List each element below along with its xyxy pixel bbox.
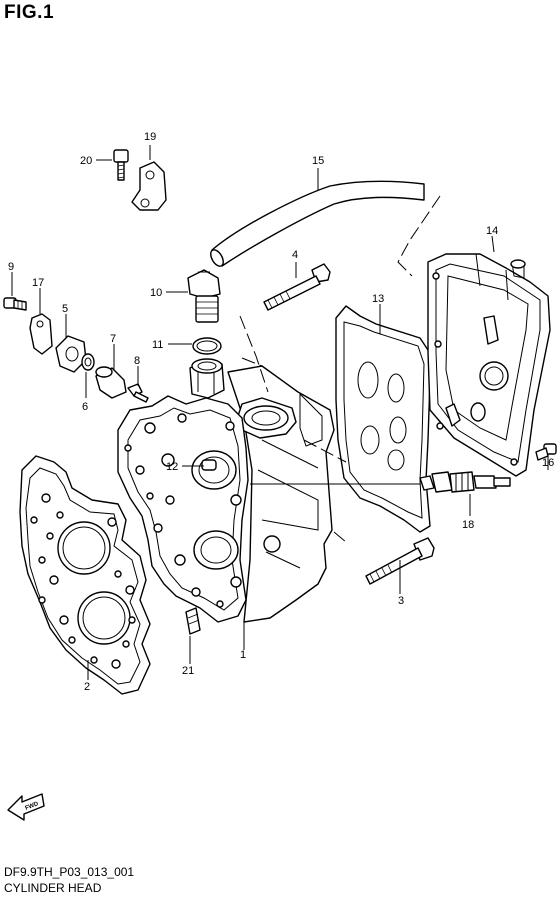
callout-9: 9	[8, 261, 14, 273]
callout-12: 12	[166, 461, 178, 473]
cylinder-head[interactable]	[117, 358, 335, 623]
hose[interactable]	[208, 180, 425, 268]
figure-caption: CYLINDER HEAD	[4, 881, 102, 895]
long-bolt-4[interactable]	[263, 263, 331, 311]
thermostat[interactable]	[95, 366, 127, 399]
clip[interactable]	[29, 313, 53, 355]
callout-14: 14	[486, 225, 498, 237]
oil-filler-plug[interactable]	[187, 269, 221, 323]
figure-title: FIG.1	[4, 2, 55, 23]
forward-direction-arrow: FWD	[7, 793, 45, 821]
figure-code: DF9.9TH_P03_013_001	[4, 865, 135, 879]
callout-6: 6	[82, 401, 88, 413]
callout-16: 16	[542, 457, 554, 469]
callout-15: 15	[312, 155, 324, 167]
callout-17: 17	[32, 277, 44, 289]
gasket-ring[interactable]	[81, 353, 95, 371]
callout-8: 8	[134, 355, 140, 367]
callout-1: 1	[240, 649, 246, 661]
clamp[interactable]	[131, 161, 167, 211]
bolt[interactable]	[113, 149, 129, 181]
callout-20: 20	[80, 155, 92, 167]
cylinder-head-cover[interactable]	[427, 253, 551, 477]
callout-10: 10	[150, 287, 162, 299]
callout-5: 5	[62, 303, 68, 315]
callout-4: 4	[292, 249, 298, 261]
callout-3: 3	[398, 595, 404, 607]
callout-21: 21	[182, 665, 194, 677]
callout-7: 7	[110, 333, 116, 345]
callout-11: 11	[152, 339, 163, 351]
callout-2: 2	[84, 681, 90, 693]
callout-19: 19	[144, 131, 156, 143]
thermostat-cap[interactable]	[55, 335, 87, 373]
dowel-pin-21[interactable]	[185, 607, 201, 635]
spark-plug[interactable]	[419, 471, 511, 493]
dowel-pin-12[interactable]	[201, 459, 217, 471]
long-bolt-3[interactable]	[365, 537, 435, 585]
cylinder-head-gasket[interactable]	[19, 455, 151, 695]
o-ring[interactable]	[192, 337, 222, 355]
callout-13: 13	[372, 293, 384, 305]
fwd-label: FWD	[25, 801, 41, 812]
callout-18: 18	[462, 519, 474, 531]
screw-8[interactable]	[127, 383, 149, 403]
bolt-9[interactable]	[3, 297, 27, 311]
head-cover-gasket[interactable]	[335, 305, 433, 533]
